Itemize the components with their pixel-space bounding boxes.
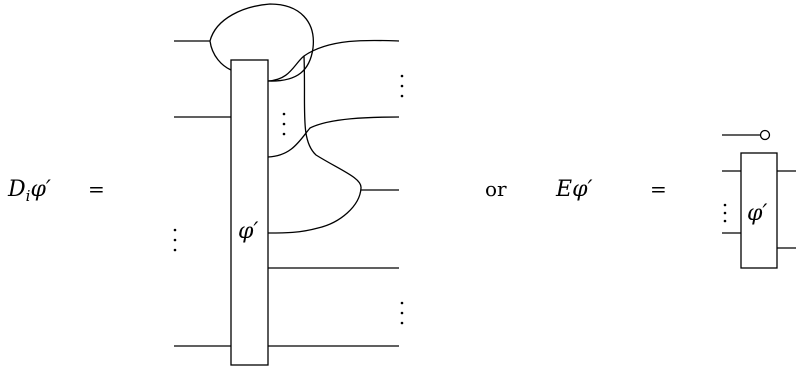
loop-wire [209,3,314,82]
rhs-e-operator: Eφ′ [555,177,592,202]
lhs-d-operator: Diφ′ [7,177,51,205]
input-wires [174,40,231,347]
right-phi-box [740,152,778,269]
counit-wire [722,129,771,141]
output-wires [268,267,399,347]
ellipsis-dots [173,74,404,325]
crossing-wire-lower [267,116,400,158]
equals-sign-right: = [650,177,667,201]
or-connector: or [485,177,507,201]
phi-box [230,59,269,366]
right-ellipsis-dots [723,203,727,223]
crossing-wire-upper [267,39,400,82]
phi-box-label: φ′ [238,219,258,244]
descending-wire [267,55,362,234]
right-phi-box-label: φ′ [747,201,767,226]
equals-sign-left: = [88,177,105,201]
